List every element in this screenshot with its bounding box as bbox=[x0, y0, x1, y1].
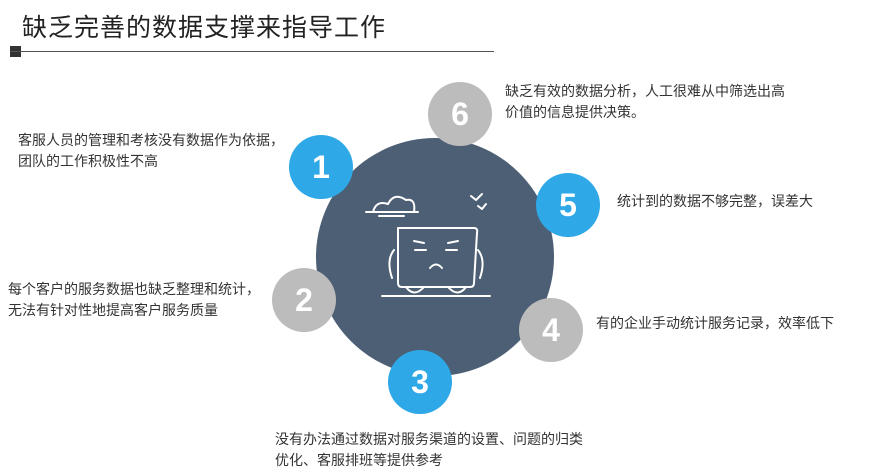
bird-icon bbox=[470, 193, 483, 201]
badge-1: 1 bbox=[289, 135, 353, 199]
title-underline bbox=[10, 51, 494, 52]
frustrated-box-illustration bbox=[365, 193, 491, 297]
item-1-text: 客服人员的管理和考核没有数据作为依据，团队的工作积极性不高 bbox=[18, 133, 284, 170]
central-circle bbox=[316, 138, 554, 376]
badge-number: 1 bbox=[312, 148, 330, 185]
badge-number: 2 bbox=[295, 281, 313, 318]
page-title: 缺乏完善的数据支撑来指导工作 bbox=[22, 13, 387, 42]
box-character bbox=[397, 227, 479, 288]
badge-number: 6 bbox=[451, 95, 469, 132]
badge-3: 3 bbox=[388, 350, 452, 414]
badge-number: 5 bbox=[559, 186, 577, 223]
item-5-text: 统计到的数据不够完整，误差大 bbox=[617, 194, 813, 210]
badge-4: 4 bbox=[519, 298, 583, 362]
item-3-text: 没有办法通过数据对服务渠道的设置、问题的归类优化、客服排班等提供参考 bbox=[275, 432, 583, 469]
badge-number: 4 bbox=[542, 311, 560, 348]
badge-number: 3 bbox=[411, 363, 429, 400]
badge-5: 5 bbox=[536, 173, 600, 237]
cloud-icon bbox=[372, 195, 416, 213]
item-4-text: 有的企业手动统计服务记录，效率低下 bbox=[596, 316, 834, 332]
item-2-text: 每个客户的服务数据也缺乏整理和统计，无法有针对性地提高客户服务质量 bbox=[8, 282, 260, 319]
badge-6: 6 bbox=[428, 82, 492, 146]
badge-2: 2 bbox=[272, 268, 336, 332]
item-6-text: 缺乏有效的数据分析，人工很难从中筛选出高价值的信息提供决策。 bbox=[505, 84, 785, 121]
